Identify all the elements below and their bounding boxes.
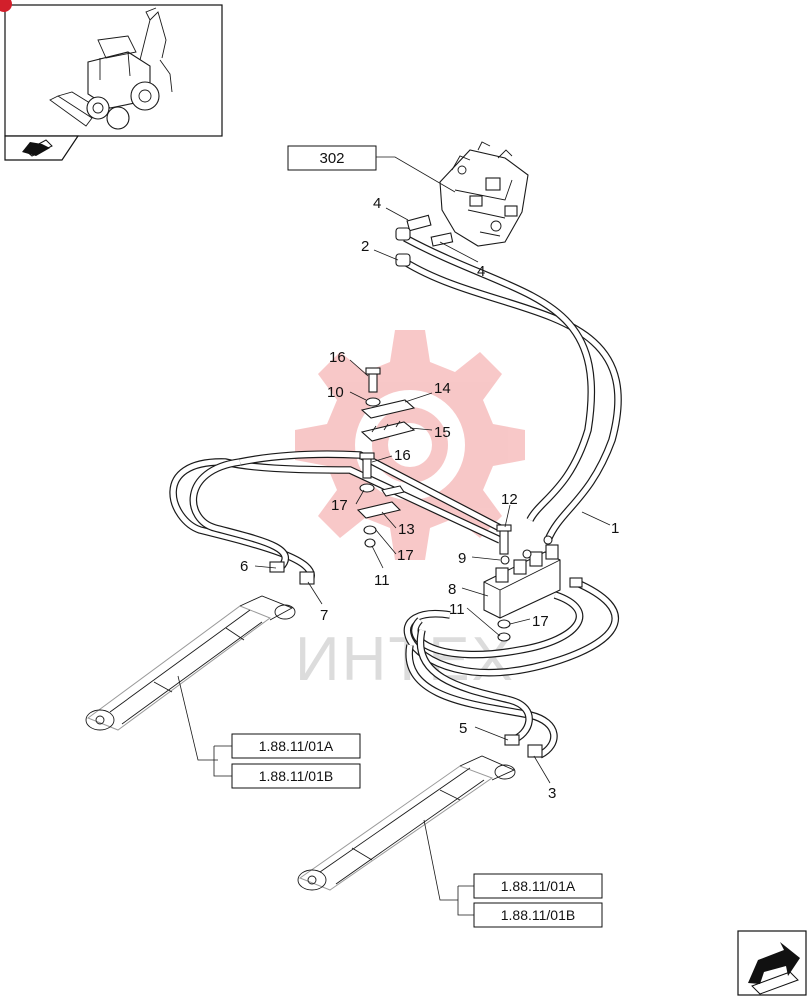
callout-17b: 17: [397, 547, 414, 564]
ref-box-cyl-left-a[interactable]: 1.88.11/01A: [231, 733, 361, 759]
watermark: ИНТЕХ: [295, 330, 525, 694]
watermark-gear-icon: [295, 330, 525, 560]
callout-11b: 11: [449, 601, 465, 618]
ref-box-cyl-right-b[interactable]: 1.88.11/01B: [473, 902, 603, 928]
callout-14: 14: [434, 380, 451, 397]
callout-5: 5: [459, 720, 467, 737]
callout-15: 15: [434, 424, 451, 441]
fittings-valve: [395, 214, 454, 267]
callout-1: 1: [611, 520, 619, 537]
callout-16a: 16: [329, 349, 346, 366]
control-valve-302: [439, 141, 529, 247]
distribution-block-8: [483, 535, 583, 619]
leader-lines: [177, 156, 611, 916]
corner-marker-icon: [0, 0, 12, 12]
callout-17c: 17: [532, 613, 549, 630]
callout-4a: 4: [373, 195, 381, 212]
watermark-text: ИНТЕХ: [295, 625, 515, 694]
left-hydraulic-cylinder: [85, 561, 315, 731]
callouts: 1 2 3 4 4 5 6 7 8 9 10 11 11 12 13 14 15…: [240, 195, 619, 802]
callout-11a: 11: [374, 572, 390, 589]
ref-cyl-left-b-label: 1.88.11/01B: [259, 768, 333, 784]
callout-3: 3: [548, 785, 556, 802]
ref-box-cyl-right-a[interactable]: 1.88.11/01A: [473, 873, 603, 899]
callout-7: 7: [320, 607, 328, 624]
callout-9: 9: [458, 550, 466, 567]
ref-cyl-right-b-label: 1.88.11/01B: [501, 907, 575, 923]
callout-4b: 4: [477, 263, 485, 280]
ref-302-label: 302: [319, 150, 344, 167]
page-forward-arrow-icon[interactable]: [737, 930, 807, 996]
hoses: [169, 234, 622, 759]
ref-box-cyl-left-b[interactable]: 1.88.11/01B: [231, 763, 361, 789]
ref-cyl-right-a-label: 1.88.11/01A: [501, 878, 576, 894]
callout-17a: 17: [331, 497, 348, 514]
page-back-arrow-icon[interactable]: [22, 139, 53, 157]
thumbnail-panel[interactable]: [0, 0, 223, 161]
callout-8: 8: [448, 581, 456, 598]
clamp-parts: [356, 367, 512, 642]
callout-13: 13: [398, 521, 415, 538]
callout-12: 12: [501, 491, 518, 508]
callout-6: 6: [240, 558, 248, 575]
right-hydraulic-cylinder: [297, 734, 543, 891]
ref-cyl-left-a-label: 1.88.11/01A: [259, 738, 334, 754]
callout-2: 2: [361, 238, 369, 255]
callout-10: 10: [327, 384, 344, 401]
ref-box-302[interactable]: 302: [287, 145, 377, 171]
backhoe-loader-thumbnail: [49, 7, 173, 130]
callout-16b: 16: [394, 447, 411, 464]
